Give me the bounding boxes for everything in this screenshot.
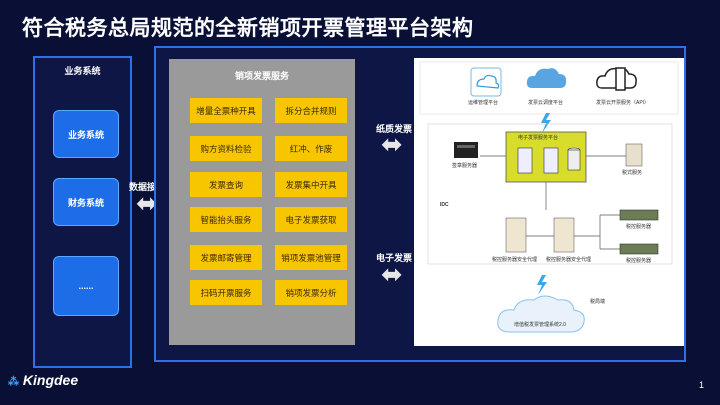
service-item: 发票集中开具 [275,172,347,197]
page-number: 1 [698,380,704,390]
service-item: 销项发票池管理 [275,245,347,270]
agent-label: 税控服务器安全代理 [492,257,538,263]
electronic-invoice-label: 电子发票 [376,253,413,263]
platform-title: 电子发票服务平台 [518,135,559,141]
architecture-diagram: 运维管理平台 发票云调度平台 发票云开票服务（API） 电子发票服务平台 签章服… [414,58,684,346]
bidirectional-arrow-icon: ⬌ [381,259,403,289]
service-item: 购方资料检验 [190,136,262,161]
service-item: 红冲、作废 [275,136,347,161]
service-item: 发票查询 [190,172,262,197]
more-systems-box: ...... [53,256,119,316]
tax-server-label: 税控服务器 [626,224,652,230]
logo-text: Kingdee [22,372,79,388]
invoice-services-panel: 销项发票服务 增量全票种开具 拆分合并规则 购方资料检验 红冲、作废 发票查询 … [169,59,355,345]
agent-label: 税控服务器安全代理 [546,257,592,263]
finance-system-box: 财务系统 [53,178,119,226]
idc-label: IDC [440,202,449,208]
tax-service-label: 税式服务 [622,170,643,176]
tax-bureau-label: 税局端 [590,299,606,305]
sign-server-label: 签章服务器 [452,163,478,169]
ops-platform-label: 运维管理平台 [468,100,499,106]
dispatch-platform-label: 发票云调度平台 [528,100,564,106]
service-item: 销项发票分析 [275,280,347,305]
logo-dots-icon: ⁂ [8,376,19,388]
bidirectional-arrow-icon: ⬌ [381,129,403,159]
services-title: 销项发票服务 [234,71,289,81]
paper-invoice-label: 纸质发票 [376,124,413,134]
bottom-cloud-label: 增值税发票管理系统2.0 [514,322,566,328]
service-item: 增量全票种开具 [190,98,262,123]
api-service-label: 发票云开票服务（API） [596,100,650,106]
tax-server-label: 税控服务器 [626,258,652,264]
business-system-box: 业务系统 [53,110,119,158]
page-title: 符合税务总局规范的全新销项开票管理平台架构 [22,17,474,40]
bidirectional-arrow-icon: ⬌ [136,188,158,218]
service-item: 电子发票获取 [275,207,347,232]
service-item: 智能抬头服务 [190,207,262,232]
service-item: 发票邮寄管理 [190,245,262,270]
data-interface-label: 数据接口 [129,182,166,192]
service-item: 扫码开票服务 [190,280,262,305]
business-panel-title: 业务系统 [64,66,101,76]
service-item: 拆分合并规则 [275,98,347,123]
kingdee-logo: ⁂ Kingdee [8,372,78,388]
business-panel: 业务系统 业务系统 财务系统 ...... [33,56,132,368]
